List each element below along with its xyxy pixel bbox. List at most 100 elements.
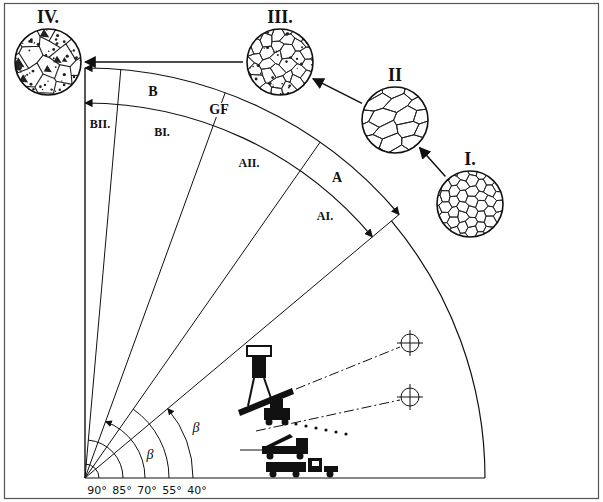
mineral-chunk xyxy=(44,65,52,72)
grain-dot xyxy=(74,57,77,60)
grain-dot xyxy=(44,84,46,86)
angle-label: 70° xyxy=(136,485,158,496)
grain-dot xyxy=(255,78,258,81)
grain-dot xyxy=(77,36,80,39)
grain-dot xyxy=(32,88,34,90)
grain-dot xyxy=(252,66,254,68)
grain-dot xyxy=(301,46,303,48)
mineral-chunk xyxy=(21,28,30,34)
texture-ground xyxy=(361,86,429,154)
grain-dot xyxy=(294,94,296,96)
texture-circle: II xyxy=(361,86,429,154)
grain-dot xyxy=(297,68,298,69)
grain-dot xyxy=(19,94,21,96)
grain-dot xyxy=(20,72,21,73)
grain-dot xyxy=(73,74,74,75)
radial-line xyxy=(85,93,225,478)
crane-truck xyxy=(240,434,308,460)
rock-texture xyxy=(361,86,429,154)
grain-dot xyxy=(53,57,55,59)
angle-arc xyxy=(133,409,169,478)
grain-dot xyxy=(24,75,26,77)
class-label: AI. xyxy=(316,210,334,222)
grain-dot xyxy=(276,50,278,52)
grain-dot xyxy=(42,89,43,90)
grain-dot xyxy=(56,34,59,37)
angle-symbol: β xyxy=(146,448,155,462)
class-label: GF xyxy=(208,103,229,117)
grain-dot xyxy=(63,73,66,76)
grain-dot xyxy=(37,43,40,46)
grain-dot xyxy=(283,93,284,94)
grain-dot xyxy=(285,60,288,63)
grain-dot xyxy=(55,38,58,41)
grain-dot xyxy=(289,56,291,58)
grain-dot xyxy=(264,48,265,49)
grain-dot xyxy=(296,58,298,60)
range-arc xyxy=(85,68,399,215)
rock-texture xyxy=(14,28,82,96)
quarter-arc xyxy=(391,221,485,478)
grain-dot xyxy=(76,56,78,58)
grain-dot xyxy=(288,84,291,87)
grain-dot xyxy=(32,70,35,73)
grain-dot xyxy=(268,82,271,85)
rock-class-numeral: II xyxy=(387,66,403,84)
angle-arc xyxy=(85,464,99,478)
texture-ground xyxy=(436,170,504,238)
grain-dot xyxy=(272,86,274,88)
texture-svg xyxy=(436,170,504,238)
drill-rig xyxy=(238,330,423,416)
grain-dot xyxy=(300,62,303,65)
grain-dot xyxy=(48,50,50,52)
grain-dot xyxy=(30,83,33,86)
circle-outline xyxy=(362,87,428,153)
grain-dot xyxy=(70,51,71,52)
grain-dot xyxy=(30,41,32,43)
grain-dot xyxy=(257,64,260,67)
transition-arrow xyxy=(85,61,243,63)
grain-dot xyxy=(55,90,57,92)
grain-dot xyxy=(26,74,28,76)
grain-dot xyxy=(246,91,249,94)
grain-dot xyxy=(47,81,49,83)
transition-arrow xyxy=(313,79,362,104)
grain-dot xyxy=(309,36,312,39)
grain-dot xyxy=(255,93,258,96)
texture-svg xyxy=(14,28,82,96)
grain-boundaries xyxy=(14,28,82,96)
angle-arc xyxy=(106,422,146,478)
transition-arrow xyxy=(420,148,446,177)
grain-dot xyxy=(21,35,23,37)
texture-svg xyxy=(246,28,314,96)
rock-class-numeral: III. xyxy=(266,8,294,26)
grain-dot xyxy=(57,95,59,96)
mineral-chunk xyxy=(62,57,68,62)
grain-dot xyxy=(56,42,59,45)
frame xyxy=(5,4,599,499)
grain-dot xyxy=(281,83,283,85)
grain-boundaries xyxy=(361,86,429,154)
grain-dot xyxy=(34,42,35,43)
circle-outline xyxy=(15,29,81,95)
dump-truck xyxy=(266,458,338,478)
angle-label: 55° xyxy=(161,485,183,496)
circle-outline xyxy=(437,171,503,237)
grain-dot xyxy=(250,67,252,69)
circle-outline xyxy=(247,29,313,95)
class-label: A xyxy=(331,171,343,185)
rock-texture xyxy=(436,170,504,238)
grain-boundaries xyxy=(246,28,314,96)
grain-dot xyxy=(21,93,22,94)
texture-circle: I. xyxy=(436,170,504,238)
grain-dot xyxy=(281,48,282,49)
class-label: AII. xyxy=(237,157,260,169)
grain-dot xyxy=(286,32,289,35)
grain-dot xyxy=(66,55,69,58)
mineral-chunk xyxy=(53,56,62,63)
angle-arc xyxy=(168,409,193,478)
grain-dot xyxy=(55,66,57,68)
grain-dot xyxy=(29,72,30,73)
grain-dot xyxy=(28,50,30,52)
grain-dot xyxy=(266,46,269,49)
